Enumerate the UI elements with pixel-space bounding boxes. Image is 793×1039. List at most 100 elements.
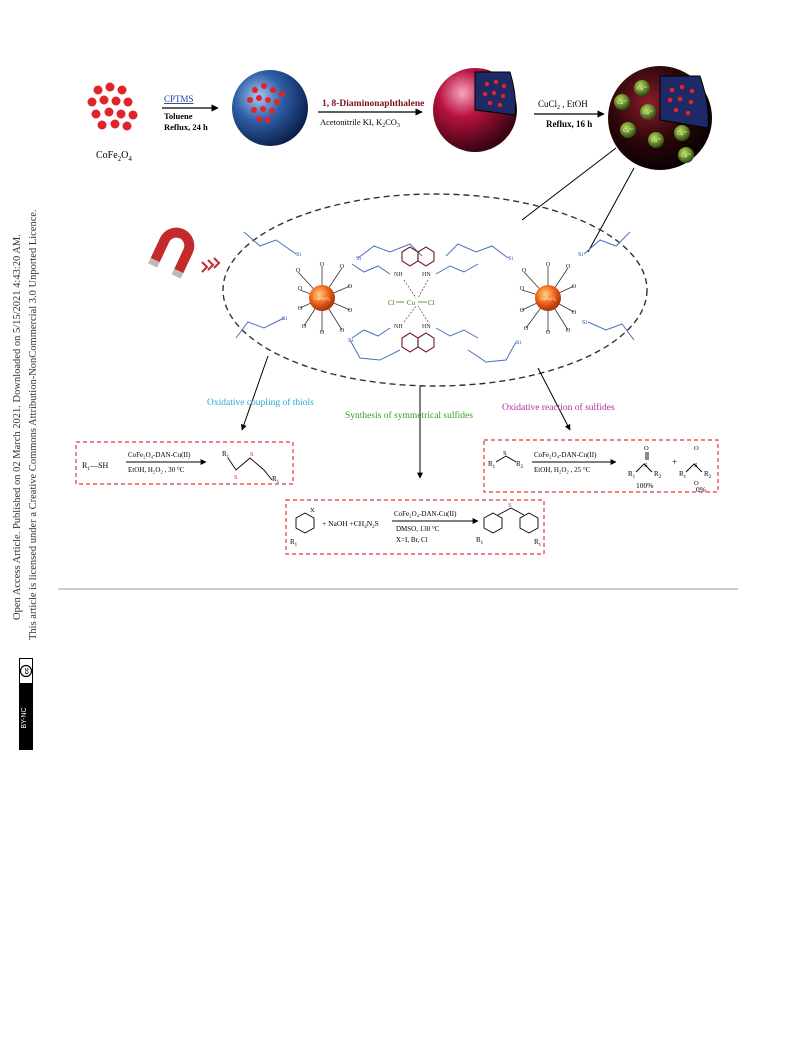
svg-text:Cu+2: Cu+2 — [651, 137, 661, 144]
svg-text:O: O — [566, 263, 571, 270]
reaction-box-symmetrical-sulfides: X R1 + NaOH +CH4N2S CoFe₂O₄-DAN-Cu(II) D… — [285, 499, 545, 555]
svg-text:NH: NH — [394, 272, 403, 278]
step3-condition: Reflux, 16 h — [546, 119, 592, 129]
svg-text:HN: HN — [422, 272, 431, 278]
cc-icon-label: cc — [25, 667, 31, 674]
svg-text:O: O — [522, 267, 527, 274]
sulfone-yield: 0% — [696, 485, 706, 494]
svg-text:X=I, Br, Cl: X=I, Br, Cl — [396, 536, 428, 544]
svg-text:Cu+2: Cu+2 — [643, 109, 653, 116]
svg-text:O: O — [320, 261, 325, 268]
svg-text:O: O — [524, 325, 529, 332]
license-statement: This article is licensed under a Creativ… — [28, 209, 39, 640]
sulfoxide-yield: 100% — [636, 481, 654, 490]
step2-solvent: Acetonitrile KI, K2CO3 — [320, 117, 400, 129]
svg-text:R1: R1 — [679, 470, 687, 480]
license-sidebar: Open Access Article. Published on 02 Mar… — [4, 120, 48, 660]
svg-text:Cu+2: Cu+2 — [681, 152, 691, 159]
svg-text:CoFe₂O₄-DAN-Cu(II): CoFe₂O₄-DAN-Cu(II) — [394, 510, 457, 518]
svg-text:Cl: Cl — [428, 299, 435, 307]
svg-text:CoFe₂O₄-DAN-Cu(II): CoFe₂O₄-DAN-Cu(II) — [534, 451, 597, 459]
svg-text:O: O — [572, 283, 577, 290]
svg-text:R1: R1 — [272, 475, 280, 485]
svg-text:O: O — [298, 305, 303, 312]
page-divider — [58, 588, 738, 590]
svg-text:O: O — [348, 307, 353, 314]
svg-text:R1—SH: R1—SH — [82, 461, 109, 472]
step1-condition: Reflux, 24 h — [164, 122, 208, 132]
silica-coated-particle-icon — [232, 70, 308, 146]
svg-text:O: O — [340, 263, 345, 270]
step1-reagent: CPTMS — [164, 94, 194, 104]
svg-text:S: S — [234, 474, 238, 481]
final-catalyst-particle-icon: Cu+2 Cu+2 Cu+2 Cu+2 Cu+2 Cu+2 Cu+2 — [608, 66, 712, 170]
svg-text:O: O — [694, 480, 699, 487]
svg-text:O: O — [566, 327, 571, 334]
svg-text:O: O — [520, 307, 525, 314]
svg-text:R1: R1 — [222, 450, 230, 460]
svg-text:Si: Si — [516, 340, 521, 346]
start-material-label: CoFe2O4 — [96, 150, 132, 163]
cc-license-badge[interactable]: cc BY-NC — [19, 658, 33, 750]
graphical-abstract: CoFe2O4 CPTMS Toluene Reflux, 24 h 1, 8-… — [60, 60, 750, 580]
svg-text:O: O — [348, 283, 353, 290]
svg-text:Cu: Cu — [407, 299, 416, 307]
zoom-line-right — [587, 167, 635, 253]
svg-text:O: O — [546, 329, 551, 336]
svg-text:R2: R2 — [654, 470, 662, 480]
reaction-box-thiol-coupling: R1—SH CoFe₂O₄-DAN-Cu(II) EtOH, H₂O₂ , 30… — [75, 441, 294, 485]
svg-text:O: O — [340, 327, 345, 334]
magnet-icon — [148, 227, 195, 279]
svg-text:O: O — [298, 285, 303, 292]
step2-reagent: 1, 8-Diaminonaphthalene — [322, 99, 424, 109]
svg-text:HN: HN — [422, 324, 431, 330]
branch-arrow-left — [240, 355, 269, 431]
svg-text:Cu+2: Cu+2 — [677, 130, 687, 137]
svg-text:O: O — [644, 445, 649, 452]
branch-arrow-right — [537, 367, 571, 431]
svg-text:R1: R1 — [534, 538, 542, 548]
svg-text:O: O — [320, 329, 325, 336]
svg-text:Cl: Cl — [388, 299, 395, 307]
svg-text:O: O — [546, 261, 551, 268]
dan-functionalized-particle-icon — [433, 68, 517, 152]
svg-text:R2: R2 — [516, 460, 524, 470]
svg-text:O: O — [520, 285, 525, 292]
branch-label-thiols: Oxidative coupling of thiols — [207, 397, 314, 408]
svg-text:Si: Si — [282, 316, 287, 322]
svg-text:X: X — [310, 507, 315, 514]
svg-text:+ NaOH +CH4N2S: + NaOH +CH4N2S — [322, 519, 379, 530]
svg-text:O: O — [296, 267, 301, 274]
zoom-line-left — [521, 147, 617, 221]
license-badge-text: BY-NC — [21, 707, 28, 728]
svg-text:CoFe₂O₄-DAN-Cu(II): CoFe₂O₄-DAN-Cu(II) — [128, 451, 191, 459]
svg-text:S: S — [508, 502, 512, 509]
magnetic-field-icon — [201, 257, 221, 273]
branch-label-sulfides: Synthesis of symmetrical sulfides — [345, 410, 473, 421]
svg-text:O: O — [572, 309, 577, 316]
svg-text:EtOH, H₂O₂ , 25 °C: EtOH, H₂O₂ , 25 °C — [534, 466, 591, 474]
svg-text:O: O — [694, 445, 699, 452]
cu-dan-complex: NH HN NH HN Cu Cl Cl — [351, 246, 479, 353]
svg-text:Si: Si — [296, 252, 301, 258]
svg-text:CoFe₂O₄: CoFe₂O₄ — [314, 296, 331, 301]
svg-text:Si: Si — [356, 256, 361, 262]
svg-text:NH: NH — [394, 324, 403, 330]
svg-text:R1: R1 — [476, 536, 484, 546]
catalyst-structure-ellipse — [222, 193, 648, 387]
svg-text:CoFe₂O₄: CoFe₂O₄ — [540, 296, 557, 301]
reaction-box-sulfide-oxidation: R1 S R2 CoFe₂O₄-DAN-Cu(II) EtOH, H₂O₂ , … — [483, 439, 719, 494]
svg-text:R1: R1 — [488, 460, 496, 470]
svg-text:R2: R2 — [704, 470, 712, 480]
svg-text:O: O — [302, 323, 307, 330]
cofe2o4-nanoparticles-icon — [87, 82, 138, 131]
svg-text:+: + — [672, 457, 677, 467]
svg-text:S: S — [250, 451, 254, 458]
svg-text:DMSO, 130 °C: DMSO, 130 °C — [396, 525, 440, 533]
step3-reagent: CuCl2 , EtOH — [538, 99, 588, 111]
step1-solvent: Toluene — [164, 111, 193, 121]
svg-text:Si: Si — [508, 256, 513, 262]
access-statement: Open Access Article. Published on 02 Mar… — [12, 234, 23, 620]
branch-label-oxidation: Oxidative reaction of sulfides — [502, 402, 615, 413]
svg-text:R1: R1 — [290, 538, 298, 548]
